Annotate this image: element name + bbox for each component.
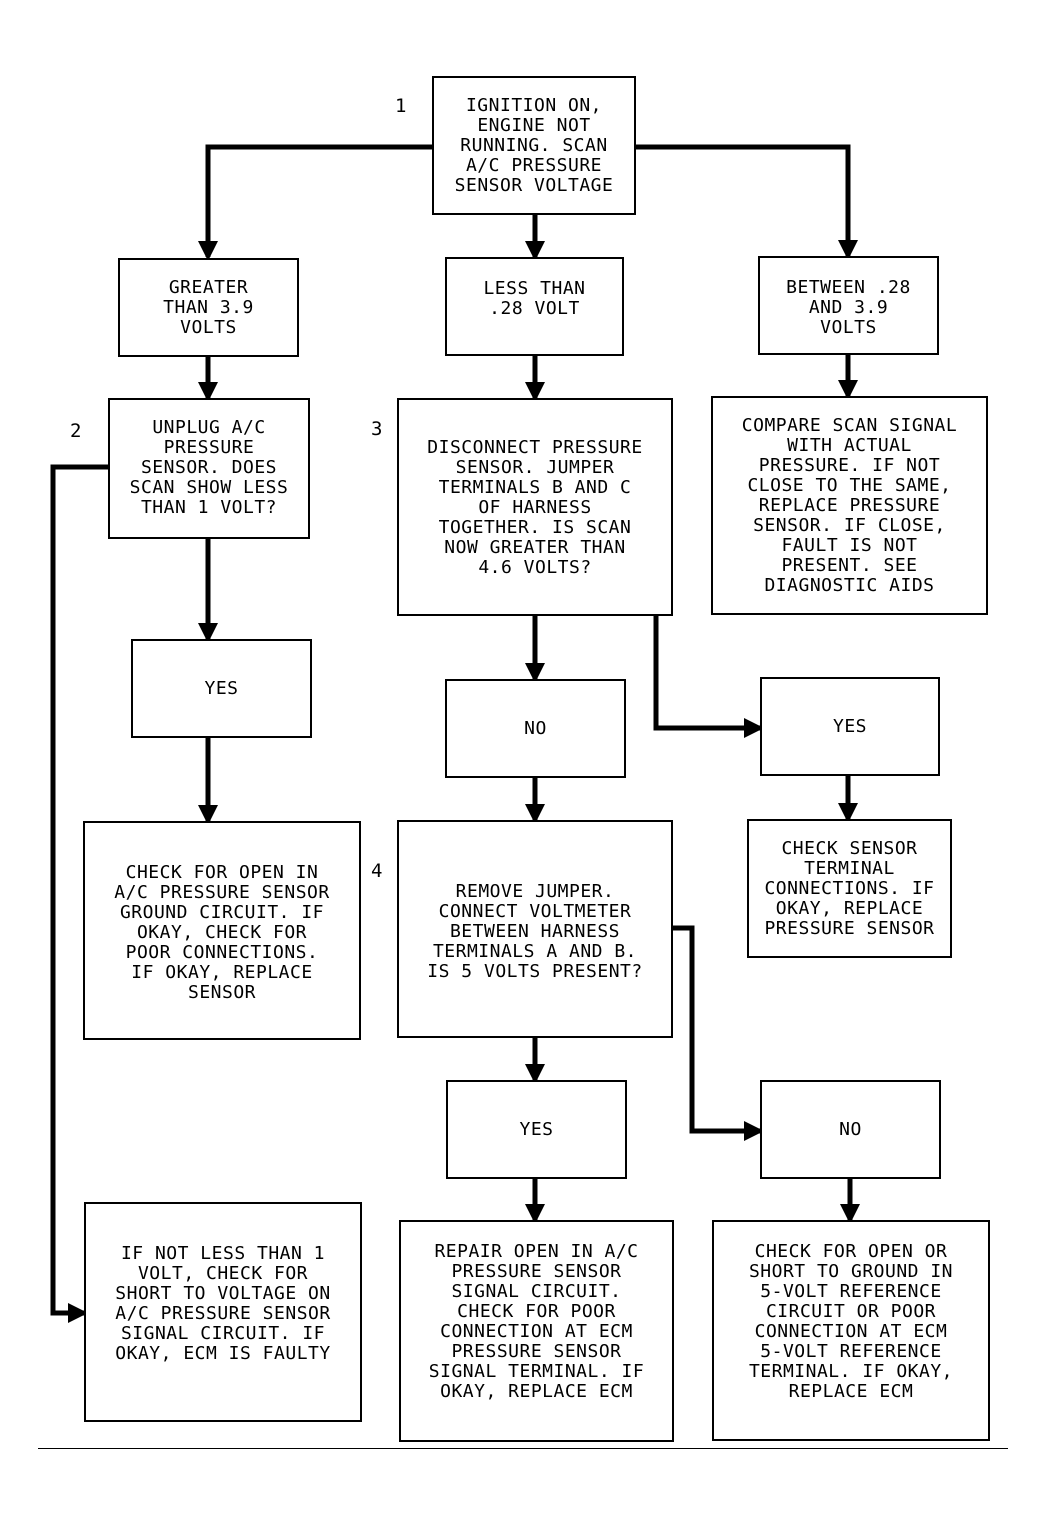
yes-box-2: YES	[131, 639, 312, 738]
connector-1-to-greater	[198, 144, 432, 261]
step-4-box: REMOVE JUMPER. CONNECT VOLTMETER BETWEEN…	[397, 820, 673, 1038]
connector-3-to-yes	[653, 616, 764, 738]
step-number-2: 2	[70, 420, 82, 442]
yes-box-4: YES	[446, 1080, 627, 1179]
between-box: BETWEEN .28 AND 3.9 VOLTS	[758, 256, 939, 355]
check-sensor-terminal-box: CHECK SENSOR TERMINAL CONNECTIONS. IF OK…	[747, 819, 952, 958]
connector-1-to-between	[636, 144, 858, 260]
connector-2-to-notless	[50, 464, 108, 1323]
no-box-3: NO	[445, 679, 626, 778]
page-bottom-rule	[38, 1448, 1008, 1449]
less-than-028-box: LESS THAN .28 VOLT	[445, 257, 624, 356]
step-2-box: UNPLUG A/C PRESSURE SENSOR. DOES SCAN SH…	[108, 398, 310, 539]
connector-4-to-no	[673, 925, 764, 1141]
no-box-4: NO	[760, 1080, 941, 1179]
repair-signal-circuit-box: REPAIR OPEN IN A/C PRESSURE SENSOR SIGNA…	[399, 1220, 674, 1442]
greater-than-3-9-box: GREATER THAN 3.9 VOLTS	[118, 258, 299, 357]
if-not-less-box: IF NOT LESS THAN 1 VOLT, CHECK FOR SHORT…	[84, 1202, 362, 1422]
step-number-4: 4	[371, 860, 383, 882]
step-1-box: IGNITION ON, ENGINE NOT RUNNING. SCAN A/…	[432, 76, 636, 215]
compare-signal-box: COMPARE SCAN SIGNAL WITH ACTUAL PRESSURE…	[711, 396, 988, 615]
yes-box-3: YES	[760, 677, 940, 776]
check-ground-circuit-box: CHECK FOR OPEN IN A/C PRESSURE SENSOR GR…	[83, 821, 361, 1040]
step-3-box: DISCONNECT PRESSURE SENSOR. JUMPER TERMI…	[397, 398, 673, 616]
step-number-3: 3	[371, 418, 383, 440]
step-number-1: 1	[395, 95, 407, 117]
check-reference-circuit-box: CHECK FOR OPEN OR SHORT TO GROUND IN 5-V…	[712, 1220, 990, 1441]
